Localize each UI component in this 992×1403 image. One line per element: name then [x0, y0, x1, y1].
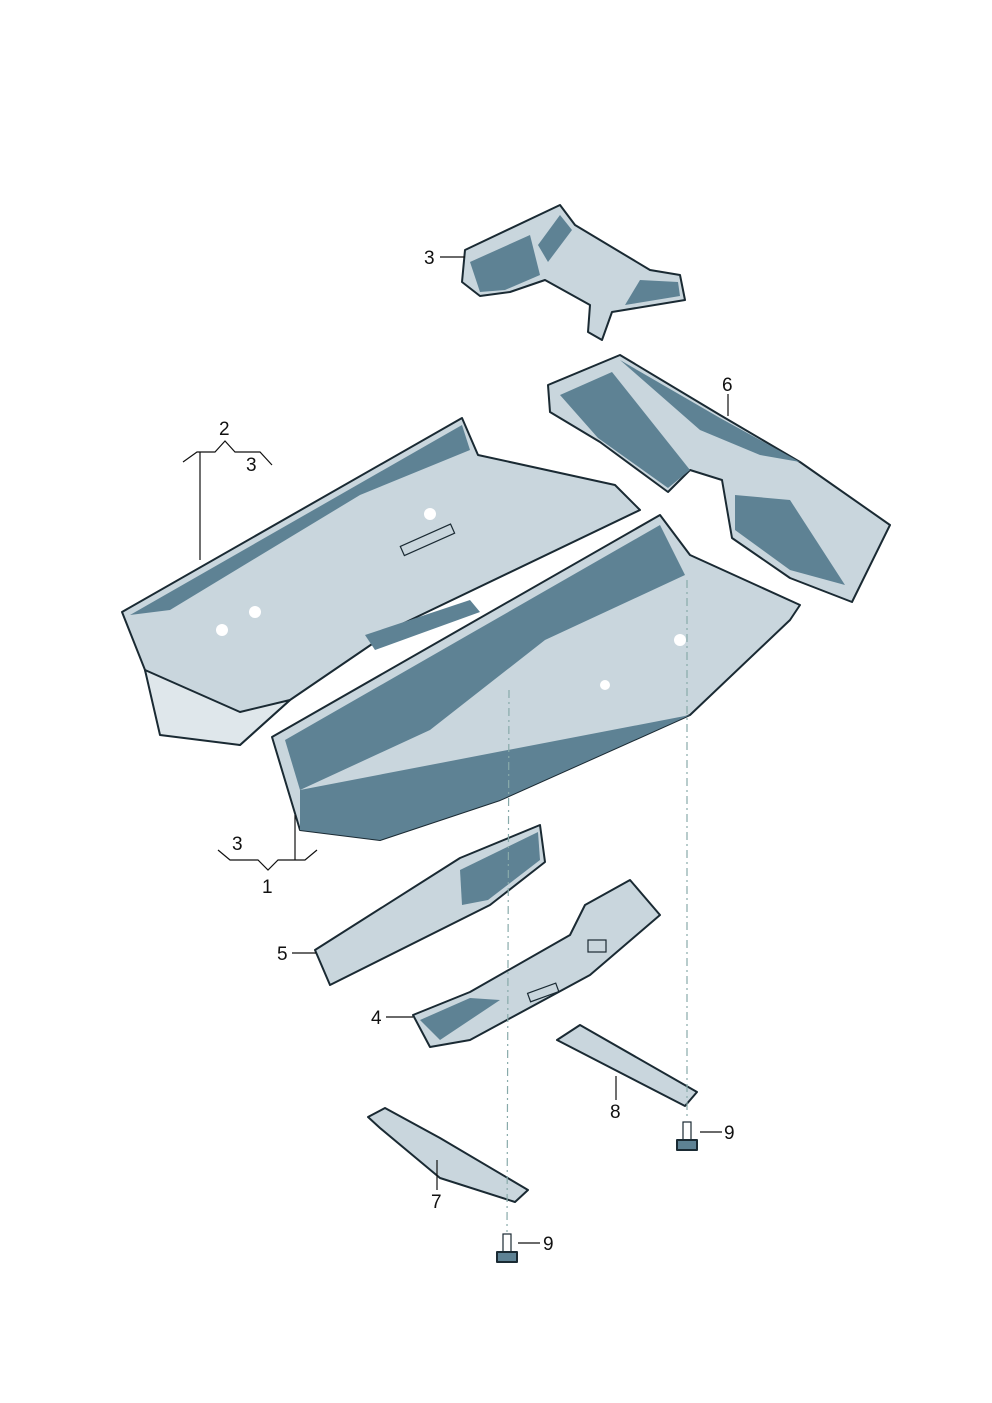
callout-2: 2 — [219, 419, 230, 440]
callout-3-bottom: 3 — [232, 834, 243, 855]
callout-9-bottom: 9 — [543, 1234, 554, 1255]
part-2-left-floor-pan[interactable] — [121, 417, 641, 746]
callout-9-right: 9 — [724, 1123, 735, 1144]
part-1-right-floor-pan[interactable] — [271, 514, 801, 841]
bolt-9-bottom[interactable] — [496, 1233, 518, 1263]
part-6-floor-section[interactable] — [547, 354, 891, 603]
part-5-reinforcement[interactable] — [314, 824, 546, 986]
callout-3-left: 3 — [246, 455, 257, 476]
callout-5: 5 — [277, 944, 288, 965]
callout-8: 8 — [610, 1102, 621, 1123]
callout-4: 4 — [371, 1008, 382, 1029]
alignment-line — [506, 689, 510, 1233]
bolt-9-right[interactable] — [676, 1121, 698, 1151]
callout-1: 1 — [262, 877, 273, 898]
callout-6: 6 — [722, 375, 733, 396]
part-7-plate[interactable] — [367, 1107, 529, 1203]
part-3-cross-member[interactable] — [461, 204, 686, 341]
leader-lines — [182, 256, 729, 1244]
callout-3-top: 3 — [424, 248, 435, 269]
part-4-reinforcement[interactable] — [412, 879, 661, 1048]
callout-7: 7 — [431, 1192, 442, 1213]
part-8-plate[interactable] — [556, 1024, 698, 1107]
